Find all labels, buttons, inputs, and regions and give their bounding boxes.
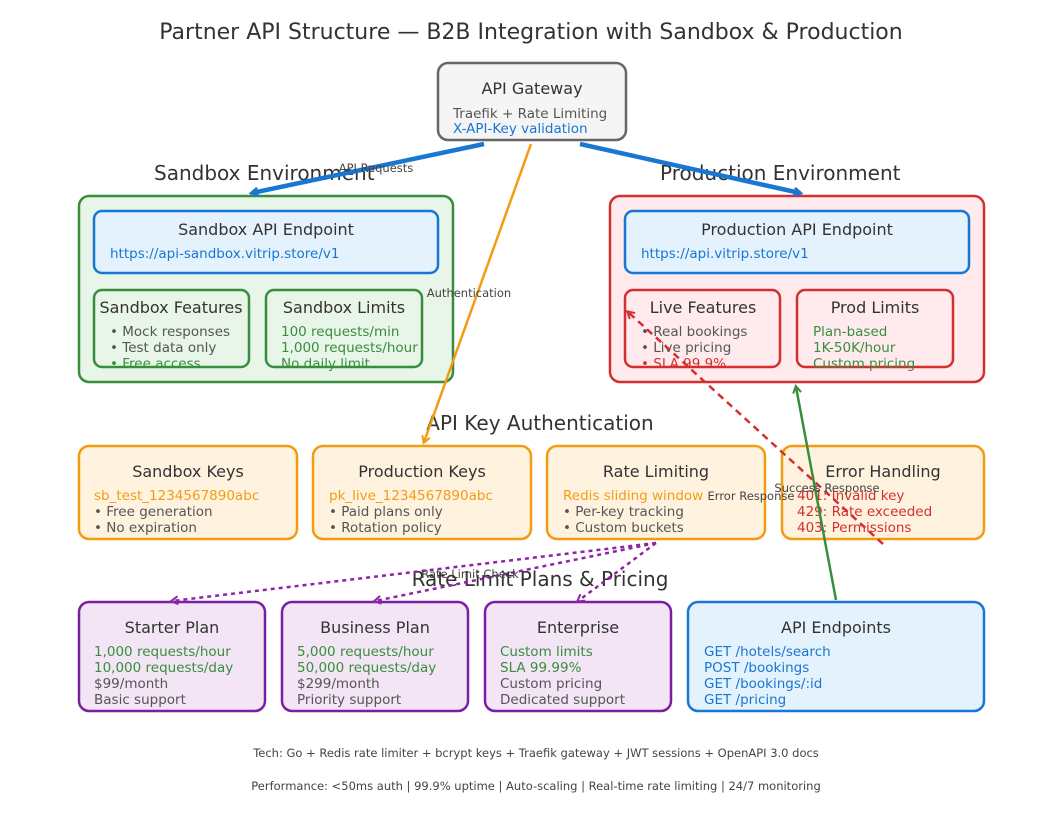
api-endpoints-title: API Endpoints <box>781 618 891 637</box>
section-auth: API Key Authentication <box>426 411 653 435</box>
production-endpoint-url: https://api.vitrip.store/v1 <box>641 246 809 262</box>
edge-endpoints-to-prod-limits <box>796 387 838 601</box>
enterprise-plan-item: SLA 99.99% <box>500 660 582 676</box>
live-features-title: Live Features <box>650 298 757 317</box>
production-key-item: • Rotation policy <box>329 520 442 536</box>
prod-limit: 1K-50K/hour <box>813 340 896 356</box>
api-endpoint-route: GET /pricing <box>704 692 786 708</box>
sandbox-features-node[interactable]: Sandbox Features • Mock responses • Test… <box>92 288 251 372</box>
sandbox-keys-title: Sandbox Keys <box>132 462 244 481</box>
api-endpoint-route: POST /bookings <box>704 660 809 676</box>
business-plan-item: Priority support <box>297 692 401 708</box>
error-handling-title: Error Handling <box>825 462 940 481</box>
sandbox-limits-title: Sandbox Limits <box>283 298 405 317</box>
production-endpoint-node[interactable]: Production API Endpoint https://api.vitr… <box>623 209 971 275</box>
prod-limits-node[interactable]: Prod Limits Plan-based 1K-50K/hour Custo… <box>795 288 955 372</box>
sandbox-limits-node[interactable]: Sandbox Limits 100 requests/min 1,000 re… <box>264 288 424 372</box>
sandbox-keys-node[interactable]: Sandbox Keys sb_test_1234567890abc • Fre… <box>77 444 299 541</box>
enterprise-plan-node[interactable]: Enterprise Custom limits SLA 99.99% Cust… <box>483 600 673 713</box>
production-keys-node[interactable]: Production Keys pk_live_1234567890abc • … <box>311 444 533 541</box>
business-plan-item: 5,000 requests/hour <box>297 644 434 660</box>
sandbox-key-sample: sb_test_1234567890abc <box>94 488 259 504</box>
sandbox-limit: 100 requests/min <box>281 324 399 340</box>
edge-label-api-requests: API Requests <box>339 161 414 175</box>
api-endpoint-route: GET /bookings/:id <box>704 676 822 692</box>
diagram-title: Partner API Structure — B2B Integration … <box>159 20 902 45</box>
live-feature: • Live pricing <box>641 340 731 356</box>
sandbox-limit: 1,000 requests/hour <box>281 340 418 356</box>
section-production: Production Environment <box>660 161 901 185</box>
starter-plan-item: 1,000 requests/hour <box>94 644 231 660</box>
live-features-node[interactable]: Live Features • Real bookings • Live pri… <box>623 288 782 372</box>
rate-limiting-item: • Custom buckets <box>563 520 684 536</box>
edge-rate-to-starter <box>172 541 657 601</box>
business-plan-node[interactable]: Business Plan 5,000 requests/hour 50,000… <box>280 600 470 713</box>
sandbox-limit: No daily limit <box>281 356 370 372</box>
prod-limit: Plan-based <box>813 324 887 340</box>
sandbox-feature: • Mock responses <box>110 324 230 340</box>
rate-limiting-node[interactable]: Rate Limiting Redis sliding window • Per… <box>545 444 767 541</box>
business-plan-item: 50,000 requests/day <box>297 660 436 676</box>
starter-plan-item: 10,000 requests/day <box>94 660 233 676</box>
starter-plan-item: Basic support <box>94 692 186 708</box>
api-gateway-node[interactable]: API Gateway Traefik + Rate Limiting X-AP… <box>436 61 628 142</box>
edge-label-error-response: Error Response <box>708 489 795 503</box>
production-environment: Production API Endpoint https://api.vitr… <box>608 194 986 384</box>
rate-limiting-mechanism: Redis sliding window <box>563 488 703 504</box>
production-key-item: • Paid plans only <box>329 504 443 520</box>
rate-limiting-title: Rate Limiting <box>603 462 709 481</box>
enterprise-plan-item: Dedicated support <box>500 692 625 708</box>
section-plans: Rate Limit Plans & Pricing <box>412 567 669 591</box>
edge-rate-to-enterprise <box>578 541 657 601</box>
sandbox-feature: • Test data only <box>110 340 216 356</box>
edge-label-authentication: Authentication <box>427 286 511 300</box>
starter-plan-title: Starter Plan <box>125 618 220 637</box>
sandbox-endpoint-title: Sandbox API Endpoint <box>178 220 354 239</box>
sandbox-key-item: • Free generation <box>94 504 213 520</box>
gateway-line-1: Traefik + Rate Limiting <box>452 106 607 122</box>
prod-limits-title: Prod Limits <box>831 298 920 317</box>
sandbox-endpoint-node[interactable]: Sandbox API Endpoint https://api-sandbox… <box>92 209 440 275</box>
business-plan-item: $299/month <box>297 676 380 692</box>
production-keys-title: Production Keys <box>358 462 486 481</box>
live-feature: • Real bookings <box>641 324 747 340</box>
enterprise-plan-title: Enterprise <box>537 618 619 637</box>
api-endpoints-node[interactable]: API Endpoints GET /hotels/search POST /b… <box>686 600 986 713</box>
edge-gateway-to-sandbox <box>252 141 485 193</box>
footer-tech: Tech: Go + Redis rate limiter + bcrypt k… <box>252 746 819 760</box>
sandbox-key-item: • No expiration <box>94 520 197 536</box>
starter-plan-item: $99/month <box>94 676 168 692</box>
footer-performance: Performance: <50ms auth | 99.9% uptime |… <box>251 779 821 793</box>
sandbox-endpoint-url: https://api-sandbox.vitrip.store/v1 <box>110 246 339 262</box>
business-plan-title: Business Plan <box>320 618 430 637</box>
edge-label-rate-limit-check: Rate Limit Check <box>421 567 519 581</box>
starter-plan-node[interactable]: Starter Plan 1,000 requests/hour 10,000 … <box>77 600 267 713</box>
enterprise-plan-item: Custom pricing <box>500 676 602 692</box>
error-code: 401: Invalid key <box>797 488 904 504</box>
error-code: 429: Rate exceeded <box>797 504 932 520</box>
enterprise-plan-item: Custom limits <box>500 644 593 660</box>
sandbox-features-title: Sandbox Features <box>99 298 242 317</box>
error-code: 403: Permissions <box>797 520 911 536</box>
edge-gateway-to-production <box>579 141 800 193</box>
gateway-line-2: X-API-Key validation <box>453 121 588 137</box>
error-handling-node[interactable]: Error Handling 401: Invalid key 429: Rat… <box>780 444 986 541</box>
edge-gateway-to-production-keys <box>424 143 533 442</box>
sandbox-environment: Sandbox API Endpoint https://api-sandbox… <box>77 194 455 384</box>
production-key-sample: pk_live_1234567890abc <box>329 488 493 504</box>
production-endpoint-title: Production API Endpoint <box>701 220 893 239</box>
gateway-title: API Gateway <box>481 79 582 98</box>
rate-limiting-item: • Per-key tracking <box>563 504 684 520</box>
sandbox-feature: • Free access <box>110 356 201 372</box>
edge-error-to-live-features <box>628 312 884 545</box>
api-endpoint-route: GET /hotels/search <box>704 644 831 660</box>
prod-limit: Custom pricing <box>813 356 915 372</box>
edge-label-success-response: Success Response <box>774 481 879 495</box>
